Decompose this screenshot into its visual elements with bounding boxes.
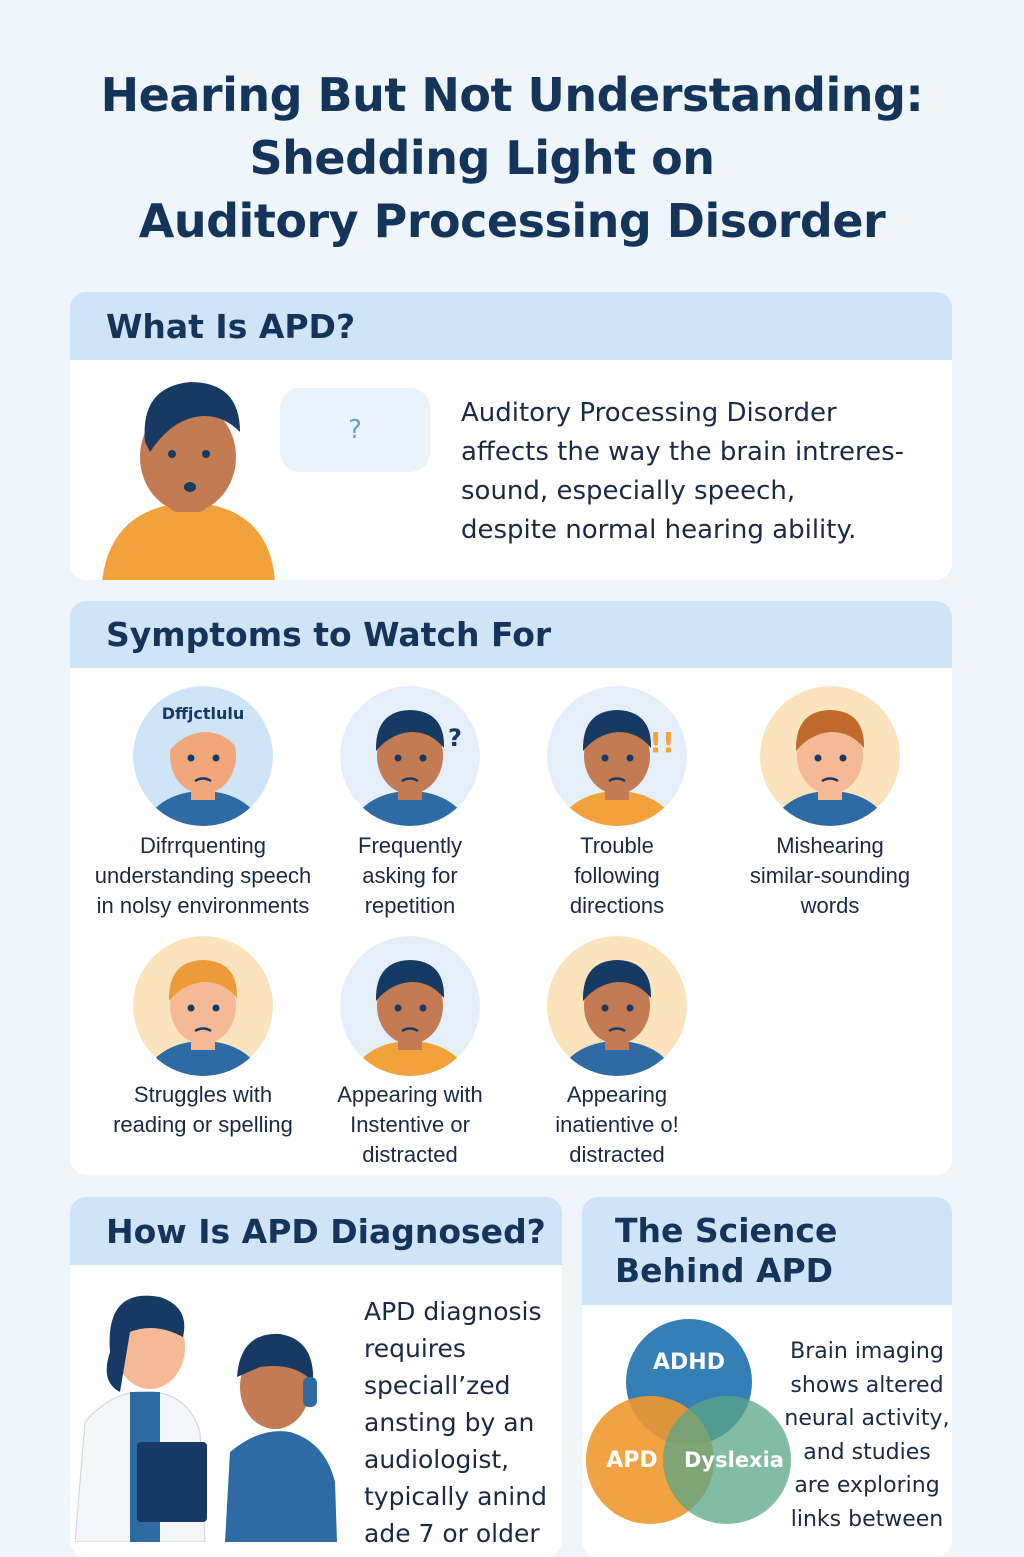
symptom-overlay-text: Dffjctlulu [161,704,245,723]
person-illustration [102,382,275,580]
diagnosis-description: APD diagnosis requires speciall’zed anst… [364,1297,547,1548]
symptom-avatar [340,936,480,1076]
venn-label-dyslexia: Dyslexia [684,1448,784,1472]
symptom-avatar [760,686,900,826]
venn-diagram: ADHD APD Dyslexia [586,1319,791,1524]
science-card: The Science Behind APD ADHD APD Dyslexia… [582,1197,952,1557]
speech-bubble: ? [280,388,430,472]
page-title: Hearing But Not Understanding: Shedding … [100,68,924,248]
symptom-overlay-text: ? [448,724,462,752]
venn-label-adhd: ADHD [653,1350,725,1375]
venn-label-apd: APD [606,1448,657,1473]
scrambled-speech-icon: ? [348,415,362,445]
science-description: Brain imaging shows altered neural activ… [784,1339,950,1532]
symptom-avatar [133,936,273,1076]
symptom-avatar: Dffjctlulu [133,686,273,826]
what-description: Auditory Processing Disorder affects the… [461,398,905,545]
symptom-avatar [547,936,687,1076]
diagnosis-card: How Is APD Diagnosed? APD diagnosis requ… [70,1197,562,1557]
audiologist-and-child-illustration [75,1295,337,1542]
what-is-apd-card: What Is APD? ? Auditory Processing Disor… [70,292,952,580]
venn-circle-dyslexia [663,1396,791,1524]
section-heading: How Is APD Diagnosed? [70,1197,562,1265]
symptom-overlay-text: !! [649,726,675,759]
symptom-avatar: !! [547,686,687,826]
symptom-avatar: ? [340,686,480,826]
section-heading: Symptoms to Watch For [70,601,952,668]
section-heading: What Is APD? [70,292,952,360]
section-heading: The Science Behind APD [582,1197,952,1305]
